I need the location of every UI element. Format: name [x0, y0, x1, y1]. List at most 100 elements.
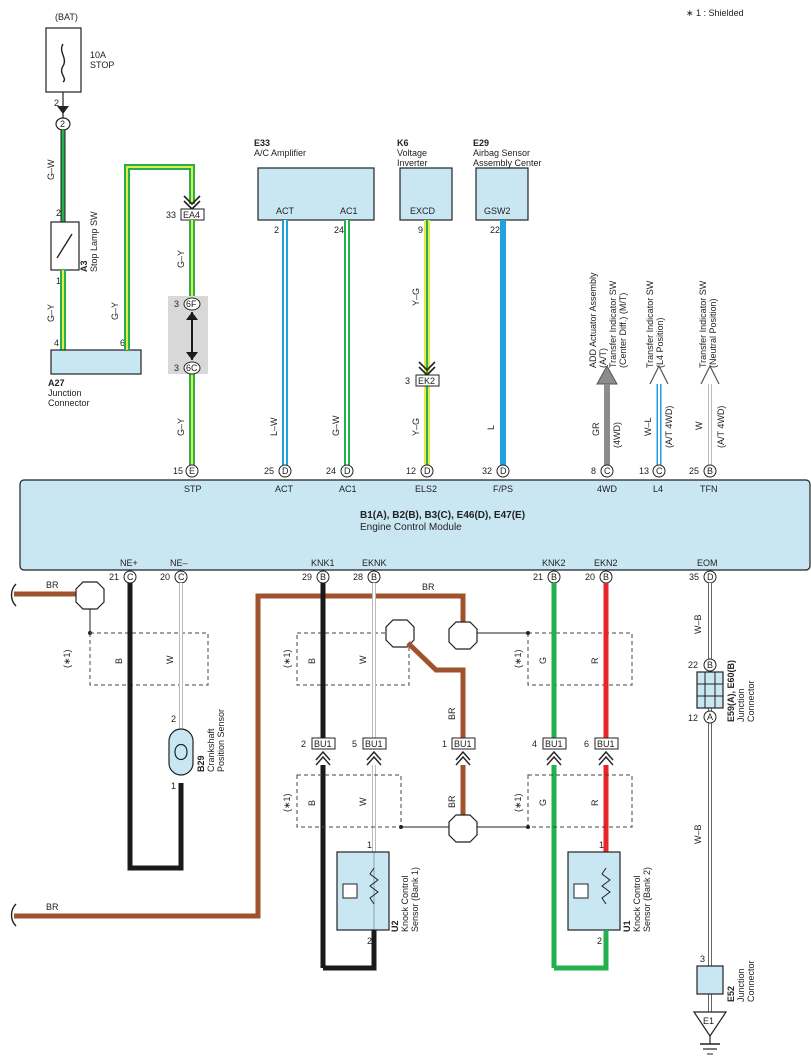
svg-text:KNK2: KNK2	[542, 558, 566, 568]
svg-text:TFN: TFN	[700, 484, 718, 494]
chevron-up-icon	[366, 750, 382, 761]
chevron-down-icon	[57, 106, 69, 114]
svg-text:B: B	[551, 572, 557, 582]
u2-code: U2	[390, 920, 400, 932]
e33-pin2-no: 24	[334, 225, 344, 235]
chevron-up-icon	[598, 755, 614, 766]
chevron-up-icon	[455, 750, 471, 761]
piezo-icon	[573, 883, 589, 899]
arrow-down-icon	[186, 352, 198, 360]
stop-sw-pin-in: 2	[56, 208, 61, 218]
br-wire-label-1: BR	[46, 580, 59, 590]
ecm-top-pin: 12 D ELS2	[406, 464, 437, 494]
u1-pin-bottom: 2	[597, 936, 602, 946]
svg-text:EKNK: EKNK	[362, 558, 387, 568]
e59-conn-a: A	[707, 712, 713, 722]
svg-text:BU1: BU1	[545, 739, 563, 749]
a27-pin-left: 4	[54, 338, 59, 348]
bu1-connector: BU1 4	[532, 737, 567, 766]
junction-e59-e60	[696, 671, 724, 709]
chevron-up-icon	[315, 755, 331, 766]
ecm-top-pin: 15 E STP	[173, 464, 202, 494]
wire-w-ne: W	[165, 655, 175, 664]
svg-text:21: 21	[533, 572, 543, 582]
bu1-connector: BU1 1	[442, 737, 476, 766]
svg-text:B: B	[371, 572, 377, 582]
a27-pin-right: 6	[120, 338, 125, 348]
connector-6c	[183, 361, 201, 375]
k6-pin-no: 9	[418, 225, 423, 235]
u1-code: U1	[622, 920, 632, 932]
svg-text:NE–: NE–	[170, 558, 188, 568]
e59-pin-b: 22	[688, 660, 698, 670]
svg-text:BU1: BU1	[314, 739, 332, 749]
wire-y-g-top: Y–G	[411, 288, 421, 306]
wire-y-g-bottom: Y–G	[411, 418, 421, 436]
e33-ac-amplifier	[257, 167, 375, 221]
n-note: (A/T 4WD)	[716, 406, 726, 448]
e29-code: E29	[473, 138, 489, 148]
a27-name-2: Connector	[48, 398, 90, 408]
e59-name-2: Connector	[746, 680, 756, 722]
add-line-3: Transfer Indicator SW	[608, 280, 618, 368]
wire-r-ekn2-lower: R	[590, 799, 600, 806]
conn-6f-id: 6F	[186, 299, 197, 309]
u2-name-2: Sensor (Bank 1)	[410, 867, 420, 932]
svg-text:D: D	[707, 572, 714, 582]
svg-text:C: C	[604, 466, 611, 476]
shield-label-4: (∗1)	[513, 649, 523, 668]
stop-sw-pin-out: 1	[56, 276, 61, 286]
b29-name-1: Crankshaft	[206, 728, 216, 772]
shield-label-2: (∗1)	[282, 649, 292, 668]
k6-code: K6	[397, 138, 409, 148]
resistor-icon	[601, 867, 611, 905]
svg-text:BU1: BU1	[454, 739, 472, 749]
ecm-bottom-pin: EKNK 28 B	[353, 558, 387, 584]
b29-name-2: Position Sensor	[216, 709, 226, 772]
svg-text:15: 15	[173, 466, 183, 476]
add-line-4: (Center Diff.) (M/T)	[618, 293, 628, 368]
ek2-id: EK2	[418, 376, 435, 386]
u1-pin-top: 1	[599, 840, 604, 850]
wire-b-ne: B	[114, 658, 124, 664]
arrow-up-icon	[186, 312, 198, 320]
shield-ground-octagon	[385, 619, 415, 648]
br-wire-label-2: BR	[46, 902, 59, 912]
wire-g-knk2: G	[538, 657, 548, 664]
n-line-1: Transfer Indicator SW	[698, 280, 708, 368]
svg-text:12: 12	[406, 466, 416, 476]
n-line-2: (Neutral Position)	[708, 298, 718, 368]
shielded-wire-box	[527, 774, 633, 828]
ecm-top-pin: 25 B TFN	[689, 464, 718, 494]
wire-r-ekn2: R	[590, 657, 600, 664]
svg-text:2: 2	[301, 739, 306, 749]
br-wire-label-3: BR	[422, 582, 435, 592]
b29-code: B29	[196, 755, 206, 772]
svg-text:F/PS: F/PS	[493, 484, 513, 494]
wire-w: W	[694, 421, 704, 430]
svg-text:4: 4	[532, 739, 537, 749]
piezo-icon	[342, 883, 358, 899]
shield-label-5: (∗1)	[513, 793, 523, 812]
svg-text:C: C	[178, 572, 185, 582]
shield-ground-octagon	[448, 814, 478, 843]
wire-g-w: G–W	[46, 159, 56, 180]
wire-g-knk2-lower: G	[538, 799, 548, 806]
a27-code: A27	[48, 378, 65, 388]
e59-conn-b: B	[707, 660, 713, 670]
e52-pin: 3	[700, 954, 705, 964]
ecm-bottom-pin: KNK2 21 B	[533, 558, 566, 584]
chevron-down-icon	[418, 361, 436, 372]
e29-name-1: Airbag Sensor	[473, 148, 530, 158]
shielded-wire-box	[296, 774, 402, 828]
wire-b-knk1: B	[307, 658, 317, 664]
l4-note: (A/T 4WD)	[664, 406, 674, 448]
wire-g-y-ea4: G–Y	[176, 250, 186, 268]
svg-text:25: 25	[689, 466, 699, 476]
e33-pin1-name: ACT	[276, 206, 295, 216]
junction-e52	[696, 965, 724, 995]
e33-name: A/C Amplifier	[254, 148, 306, 158]
br-wire-label-5: BR	[447, 795, 457, 808]
bat-label: (BAT)	[55, 12, 78, 22]
